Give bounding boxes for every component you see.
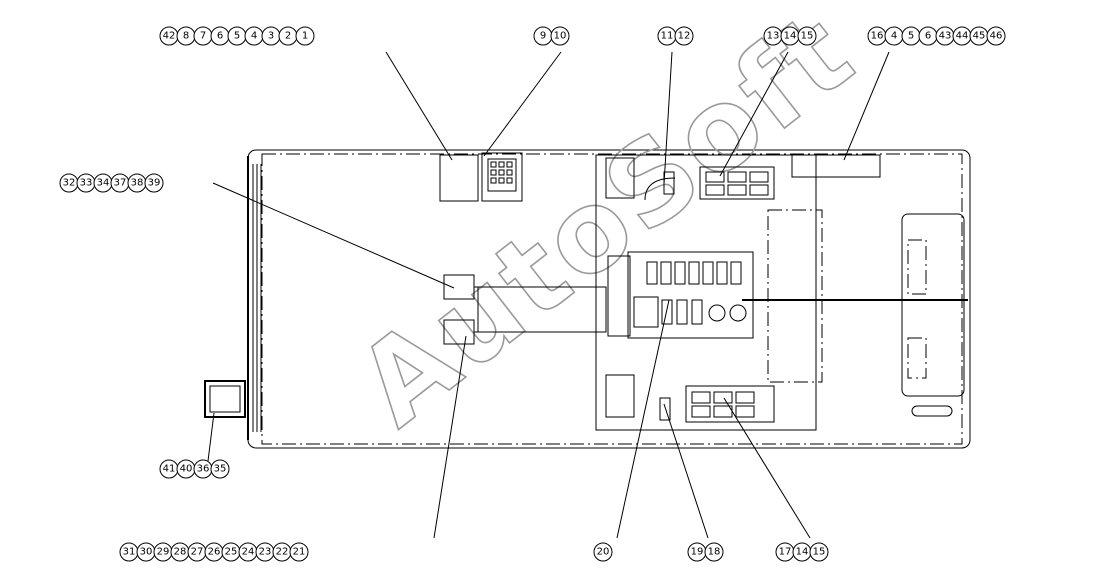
- callout-number: 5: [908, 31, 914, 42]
- fuse-box-lower: [659, 385, 775, 423]
- callout-number: 12: [678, 31, 691, 42]
- callout-number: 14: [796, 547, 809, 558]
- callout-number: 5: [234, 31, 240, 42]
- callout-number: 20: [597, 547, 610, 558]
- callout-number: 13: [767, 31, 780, 42]
- callout-circle: [295, 26, 315, 46]
- callout-number: 27: [191, 547, 204, 558]
- callout-number: 46: [990, 31, 1003, 42]
- callout-number: 6: [217, 31, 223, 42]
- callout-number: 23: [259, 547, 272, 558]
- callout-number: 1: [302, 31, 308, 42]
- fuse-row-upper: [646, 261, 742, 285]
- callout-number: 6: [925, 31, 931, 42]
- callout-number: 26: [208, 547, 221, 558]
- fuse-box-upper: [663, 166, 775, 200]
- callout-number: 45: [973, 31, 986, 42]
- callout-number: 43: [939, 31, 952, 42]
- lower-left-box: [204, 380, 246, 418]
- callout-top-relay: 11 12: [657, 26, 694, 46]
- callout-number: 41: [163, 464, 176, 475]
- callout-circle: [797, 26, 817, 46]
- callout-circle: [593, 542, 613, 562]
- watermark-text: AutoSoft: [335, 0, 879, 451]
- callout-number: 15: [813, 547, 826, 558]
- callout-number: 4: [251, 31, 257, 42]
- callout-number: 28: [174, 547, 187, 558]
- callout-number: 2: [285, 31, 291, 42]
- fuse-row-lower: [633, 296, 747, 328]
- callout-number: 22: [276, 547, 289, 558]
- callout-bottom-left: 31 30 29 28 27 26 25 24 23 22 21: [119, 542, 309, 562]
- callout-number: 29: [157, 547, 170, 558]
- callout-number: 38: [131, 178, 144, 189]
- callout-bottom-center: 20: [593, 542, 613, 562]
- keypad-grid: [487, 158, 517, 192]
- callout-number: 11: [661, 31, 674, 42]
- right-module: [742, 213, 968, 417]
- callout-left-upper: 32 33 34 37 38 39: [59, 173, 164, 193]
- callout-number: 24: [242, 547, 255, 558]
- callout-number: 14: [784, 31, 797, 42]
- callout-number: 31: [123, 547, 136, 558]
- callout-number: 8: [183, 31, 189, 42]
- left-sensor-lower: [443, 286, 607, 345]
- callout-bottom-fusebox: 17 14 15: [775, 542, 829, 562]
- callout-number: 21: [293, 547, 306, 558]
- callout-circle: [674, 26, 694, 46]
- callout-number: 25: [225, 547, 238, 558]
- callout-number: 37: [114, 178, 127, 189]
- callout-left-lower: 41 40 36 35: [159, 459, 230, 479]
- callout-number: 42: [163, 31, 176, 42]
- callout-number: 9: [540, 31, 546, 42]
- callout-top-keypad: 9 10: [533, 26, 570, 46]
- callout-number: 17: [779, 547, 792, 558]
- callout-number: 10: [554, 31, 567, 42]
- callout-number: 34: [97, 178, 110, 189]
- panel-outline: [247, 149, 971, 449]
- callout-circle: [289, 542, 309, 562]
- callout-number: 30: [140, 547, 153, 558]
- callout-number: 40: [180, 464, 193, 475]
- callout-circle: [210, 459, 230, 479]
- callout-number: 35: [214, 464, 227, 475]
- callout-circle: [986, 26, 1006, 46]
- callout-number: 39: [148, 178, 161, 189]
- callout-circle: [144, 173, 164, 193]
- callout-number: 4: [891, 31, 897, 42]
- callout-number: 33: [80, 178, 93, 189]
- callout-top-fusebox: 13 14 15: [763, 26, 817, 46]
- callout-number: 7: [200, 31, 206, 42]
- callout-circle: [809, 542, 829, 562]
- callout-number: 15: [801, 31, 814, 42]
- central-distribution-area: [595, 154, 881, 431]
- control-module-box: [439, 152, 523, 202]
- callout-number: 32: [63, 178, 76, 189]
- callout-number: 36: [197, 464, 210, 475]
- callout-number: 16: [871, 31, 884, 42]
- callout-circle: [704, 542, 724, 562]
- leader-lines: [206, 51, 890, 539]
- callout-number: 3: [268, 31, 274, 42]
- callout-number: 19: [691, 547, 704, 558]
- callout-circle: [550, 26, 570, 46]
- callout-number: 44: [956, 31, 969, 42]
- callout-number: 18: [708, 547, 721, 558]
